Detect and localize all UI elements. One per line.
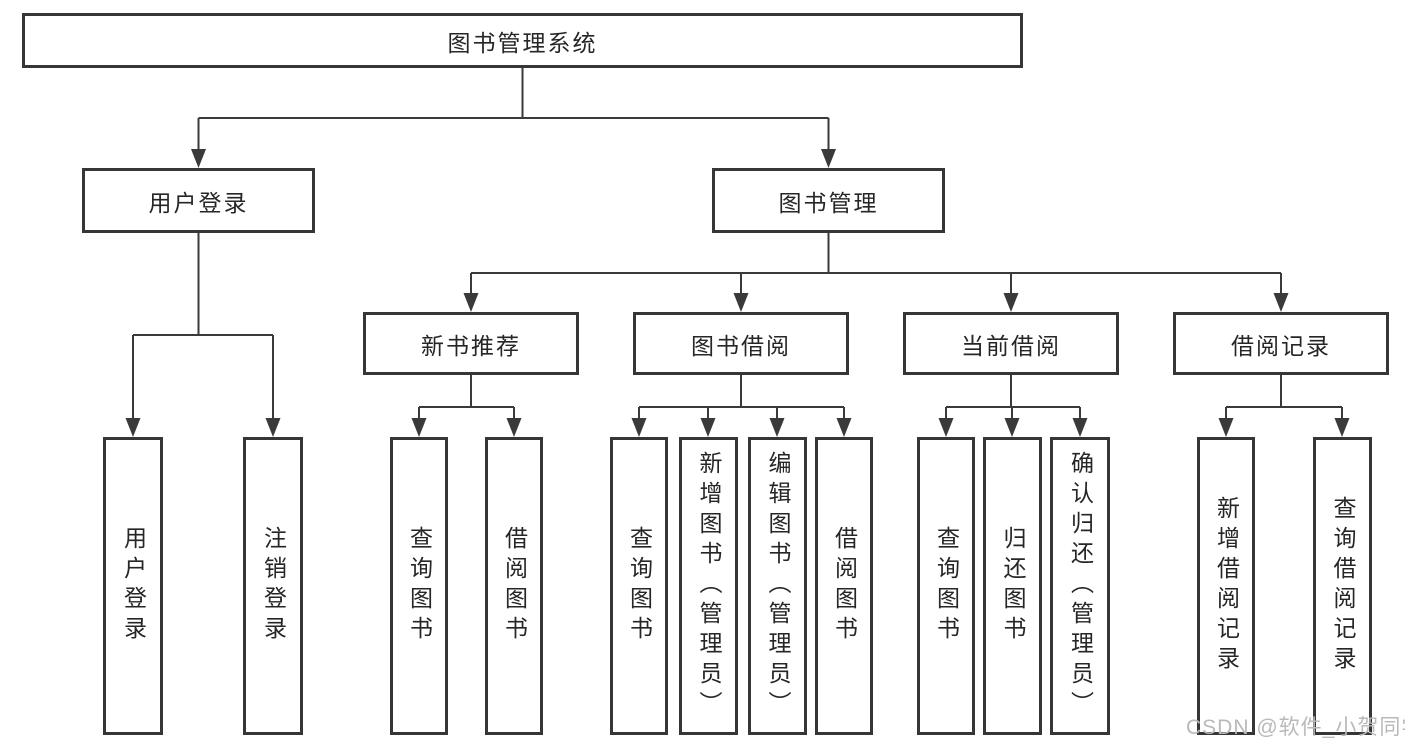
leaf-add-books-admin: 新增图书（管理员） (679, 437, 738, 735)
node-current-borrow: 当前借阅 (903, 312, 1119, 375)
leaf-return-books-label: 归还图书 (1000, 526, 1026, 646)
leaf-edit-books-admin: 编辑图书（管理员） (748, 437, 807, 735)
leaf-confirm-return-admin: 确认归还（管理员） (1050, 437, 1110, 735)
node-book-management: 图书管理 (712, 168, 945, 233)
leaf-query-books-recommend: 查询图书 (390, 437, 448, 735)
leaf-user-login-label: 用户登录 (120, 526, 147, 646)
leaf-query-books-current-label: 查询图书 (933, 526, 960, 646)
node-root-label: 图书管理系统 (447, 29, 598, 56)
leaf-query-borrow-record: 查询借阅记录 (1313, 437, 1372, 735)
leaf-user-login: 用户登录 (103, 437, 163, 735)
leaf-borrow-books: 借阅图书 (815, 437, 873, 735)
node-book-management-label: 图书管理 (778, 189, 879, 216)
leaf-add-borrow-record: 新增借阅记录 (1197, 437, 1255, 735)
leaf-query-books-current: 查询图书 (917, 437, 975, 735)
node-book-borrow-label: 图书借阅 (691, 332, 791, 359)
node-new-book-recommend: 新书推荐 (363, 312, 579, 375)
node-root: 图书管理系统 (22, 13, 1023, 68)
leaf-logout-login-label: 注销登录 (260, 526, 287, 646)
leaf-borrow-books-label: 借阅图书 (831, 526, 858, 646)
leaf-edit-books-admin-label: 编辑图书（管理员） (765, 451, 791, 721)
node-user-login-label: 用户登录 (148, 189, 249, 216)
leaf-add-borrow-record-label: 新增借阅记录 (1213, 496, 1240, 676)
node-user-login: 用户登录 (82, 168, 315, 233)
leaf-borrow-books-recommend-label: 借阅图书 (501, 526, 528, 646)
node-borrow-records-label: 借阅记录 (1231, 332, 1331, 359)
leaf-query-books-borrow: 查询图书 (610, 437, 668, 735)
leaf-query-borrow-record-label: 查询借阅记录 (1330, 496, 1356, 676)
leaf-logout-login: 注销登录 (243, 437, 303, 735)
leaf-query-books-recommend-label: 查询图书 (406, 526, 433, 646)
node-new-book-recommend-label: 新书推荐 (421, 332, 521, 359)
node-current-borrow-label: 当前借阅 (961, 332, 1061, 359)
leaf-add-books-admin-label: 新增图书（管理员） (696, 451, 722, 721)
node-borrow-records: 借阅记录 (1173, 312, 1389, 375)
node-book-borrow: 图书借阅 (633, 312, 849, 375)
leaf-return-books: 归还图书 (983, 437, 1042, 735)
watermark: CSDN @软件_小贺同学 (1186, 716, 1405, 739)
leaf-confirm-return-admin-label: 确认归还（管理员） (1067, 451, 1094, 721)
leaf-query-books-borrow-label: 查询图书 (626, 526, 653, 646)
leaf-borrow-books-recommend: 借阅图书 (485, 437, 543, 735)
